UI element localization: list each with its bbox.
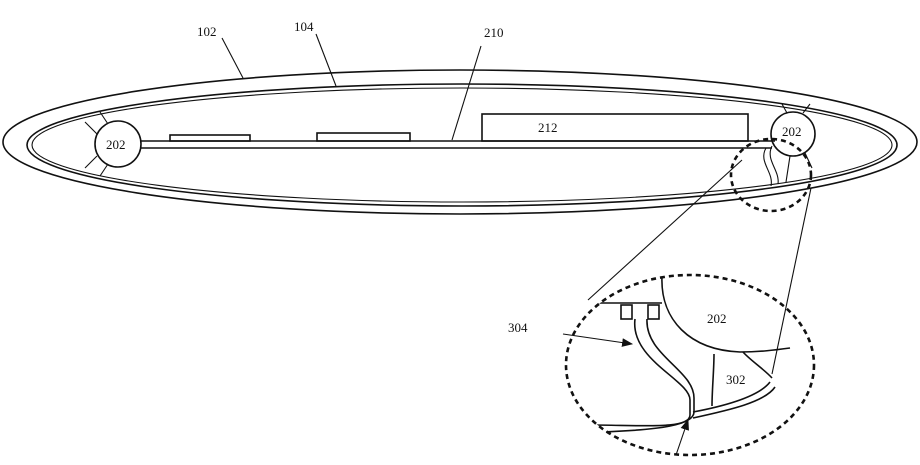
circuit-board <box>141 140 775 149</box>
label-202-right: 202 <box>782 124 802 139</box>
outer-housing <box>2 69 918 215</box>
label-202-detail: 202 <box>707 311 727 326</box>
component-212 <box>481 113 749 142</box>
callout-line-right <box>771 187 812 375</box>
detail-enlarged-circle <box>564 273 816 457</box>
board-component-2 <box>316 132 411 142</box>
label-304: 304 <box>508 320 528 335</box>
left-support <box>84 111 142 177</box>
leader-210 <box>451 45 482 141</box>
inner-housing-inner-wall <box>31 87 893 203</box>
arrow-bottom <box>675 418 689 456</box>
enlarged-detail <box>585 275 791 433</box>
leader-102 <box>221 37 244 79</box>
label-202-left: 202 <box>106 137 126 152</box>
arrow-304 <box>562 333 634 347</box>
board-component-1 <box>169 134 251 142</box>
callout-line-left <box>587 159 743 301</box>
label-104: 104 <box>294 19 314 34</box>
leader-104 <box>315 33 337 87</box>
inner-housing-outer-wall <box>26 83 898 207</box>
detail-callout-circle <box>729 137 813 213</box>
label-210: 210 <box>484 25 504 40</box>
label-102: 102 <box>197 24 217 39</box>
label-302: 302 <box>726 372 746 387</box>
right-support <box>763 103 816 187</box>
label-212: 212 <box>538 120 558 135</box>
